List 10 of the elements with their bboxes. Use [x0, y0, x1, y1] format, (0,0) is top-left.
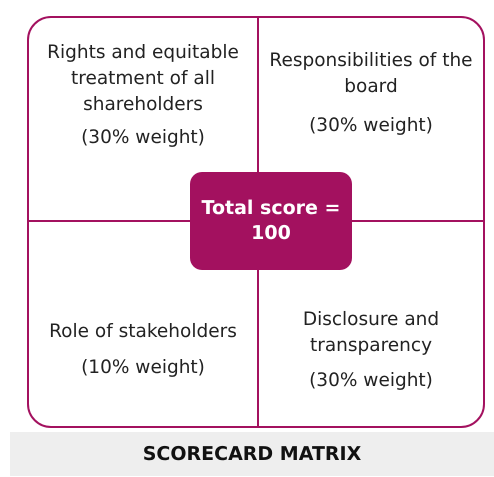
quadrant-heading: Role of stakeholders — [48, 320, 238, 344]
quadrant-heading: Rights and equitable treatment of all shareholders — [46, 41, 240, 117]
quadrant-heading: Responsibilities of the board — [268, 49, 474, 99]
weight-label: (30% weight) — [308, 114, 434, 138]
quadrant-heading: Disclosure and transparency — [302, 308, 440, 358]
weight-label: (10% weight) — [80, 356, 206, 380]
score-box: Total score = 100 — [190, 172, 352, 270]
weight-label: (30% weight) — [80, 126, 206, 150]
title: SCORECARD MATRIX — [142, 443, 362, 465]
weight-label: (30% weight) — [308, 369, 434, 393]
